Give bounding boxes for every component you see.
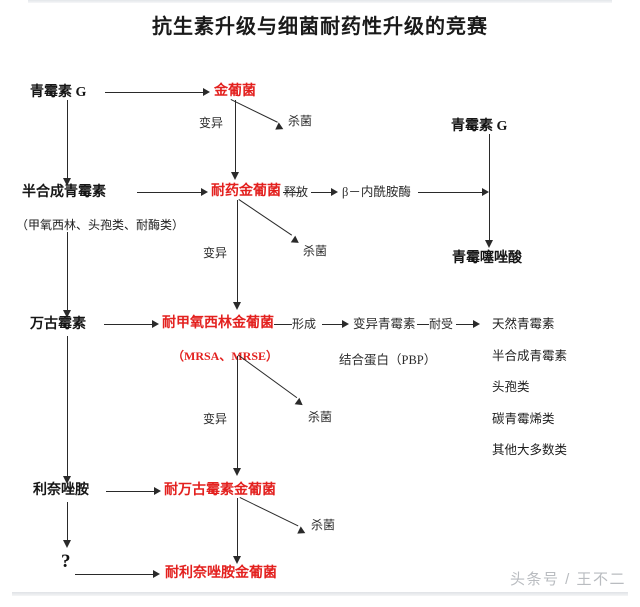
edge-vancomycin-to-mrsa-arrow [152, 320, 159, 328]
edge-semisynthetic-to-resistant-arrow [201, 188, 208, 196]
node-semisynthetic-penicillin: 半合成青霉素 [22, 185, 106, 200]
edge-vrsa-to-lrsa-arrow [233, 556, 241, 564]
edge-vrsa-to-lrsa-line [237, 498, 238, 556]
edge-form-line-a [274, 324, 292, 325]
edge-resistant-mutation-line [237, 200, 238, 302]
edge-penicillin-to-staph-arrow [203, 88, 210, 96]
label-kill-2: 杀菌 [303, 244, 328, 258]
node-linezolid: 利奈唑胺 [33, 483, 89, 498]
label-mutation-3: 变异 [203, 412, 228, 426]
label-tolerate: 耐受 [429, 317, 454, 331]
edge-question-to-lrsa-line [75, 574, 153, 575]
node-staph-aureus: 金葡菌 [214, 84, 256, 99]
node-beta-lactamase: β－内酰胺酶 [342, 185, 411, 199]
tolerated-item: 头孢类 [492, 380, 530, 394]
edge-tolerate-line-b [456, 324, 475, 325]
label-release: 释放 [284, 185, 309, 199]
edge-semisynthetic-to-vancomycin-line [67, 232, 68, 310]
edge-lactamase-to-penicillin-arrow [482, 188, 489, 196]
label-mutation-1: 变异 [199, 116, 224, 130]
label-kill-1: 杀菌 [288, 114, 313, 128]
edge-penicillin-right-down-line [489, 134, 490, 244]
edge-vrsa-to-kill-arrow [297, 526, 308, 537]
edge-linezolid-to-vrsa-line [106, 491, 154, 492]
node-penicillin-g-right: 青霉素 G [451, 119, 508, 134]
diagram-title: 抗生素升级与细菌耐药性升级的竞赛 [152, 16, 488, 38]
edge-form-line-b [322, 324, 344, 325]
node-mrsa-sub: （MRSA、MRSE） [172, 349, 279, 363]
tolerated-drug-list: 天然青霉素 半合成青霉素 头孢类 碳青霉烯类 其他大多数类 [492, 318, 567, 476]
edge-mrsa-mutation-arrow [233, 468, 241, 476]
edge-linezolid-to-question-line [67, 502, 68, 540]
edge-form-arrow [342, 320, 349, 328]
edge-vancomycin-to-linezolid-line [67, 336, 68, 476]
node-penicilloic-acid: 青霉噻唑酸 [452, 251, 522, 266]
edge-semisynthetic-to-vancomycin-arrow [63, 310, 71, 318]
edge-mrsa-to-kill-arrow [294, 397, 306, 409]
node-vrsa: 耐万古霉素金葡菌 [164, 483, 276, 498]
tolerated-item: 半合成青霉素 [492, 348, 568, 363]
node-semisynthetic-penicillin-sub: （甲氧西林、头孢类、耐酶类） [16, 218, 185, 232]
watermark: 头条号 / 王不二 [509, 571, 626, 588]
document-top-edge [28, 0, 612, 3]
label-mutation-2: 变异 [203, 246, 228, 260]
node-question-mark: ? [61, 551, 71, 572]
edge-question-to-lrsa-arrow [153, 570, 160, 578]
tolerated-item: 碳青霉烯类 [492, 411, 555, 426]
node-pbp: 结合蛋白（PBP） [339, 353, 437, 367]
label-kill-3: 杀菌 [308, 410, 333, 424]
node-resistant-staph: 耐药金葡菌 [211, 184, 281, 199]
edge-staph-mutation-arrow [231, 172, 239, 180]
edge-penicillin-to-staph-line [105, 92, 203, 93]
edge-linezolid-to-question-arrow [63, 540, 71, 548]
node-mrsa: 耐甲氧西林金葡菌 [162, 316, 274, 331]
edge-staph-to-kill-arrow [275, 122, 286, 133]
edge-resistant-mutation-arrow [233, 302, 241, 310]
document-bottom-edge [12, 592, 628, 596]
edge-penicillin-to-semisynthetic-arrow [63, 178, 71, 186]
node-lrsa: 耐利奈唑胺金葡菌 [165, 566, 277, 581]
edge-staph-to-kill-line [230, 99, 278, 123]
edge-linezolid-to-vrsa-arrow [154, 487, 161, 495]
node-mutant-penicillin: 变异青霉素 [353, 317, 416, 331]
edge-mrsa-mutation-line [237, 356, 238, 468]
edge-semisynthetic-to-resistant-line [137, 192, 201, 193]
label-kill-4: 杀菌 [311, 518, 336, 532]
edge-lactamase-to-penicillin-line [418, 192, 482, 193]
edge-vrsa-to-kill-line [239, 497, 299, 527]
edge-release-line-b [311, 192, 333, 193]
edge-release-arrow [331, 188, 338, 196]
tolerated-item: 天然青霉素 [492, 317, 555, 331]
node-vancomycin: 万古霉素 [30, 317, 86, 332]
edge-staph-mutation-line [235, 100, 236, 172]
edge-penicillin-to-semisynthetic-line [67, 100, 68, 178]
node-penicillin-g-left: 青霉素 G [30, 85, 87, 100]
edge-resistant-to-kill-arrow [290, 235, 302, 247]
edge-vancomycin-to-linezolid-arrow [63, 476, 71, 484]
edge-vancomycin-to-mrsa-line [104, 324, 152, 325]
edge-penicillin-right-down-arrow [485, 240, 493, 248]
edge-resistant-to-kill-line [238, 199, 293, 236]
edge-tolerate-arrow [473, 320, 480, 328]
label-form: 形成 [292, 317, 317, 331]
edge-tolerate-line-a [417, 324, 429, 325]
tolerated-item: 其他大多数类 [492, 443, 568, 457]
edge-release-line-a [283, 192, 301, 193]
